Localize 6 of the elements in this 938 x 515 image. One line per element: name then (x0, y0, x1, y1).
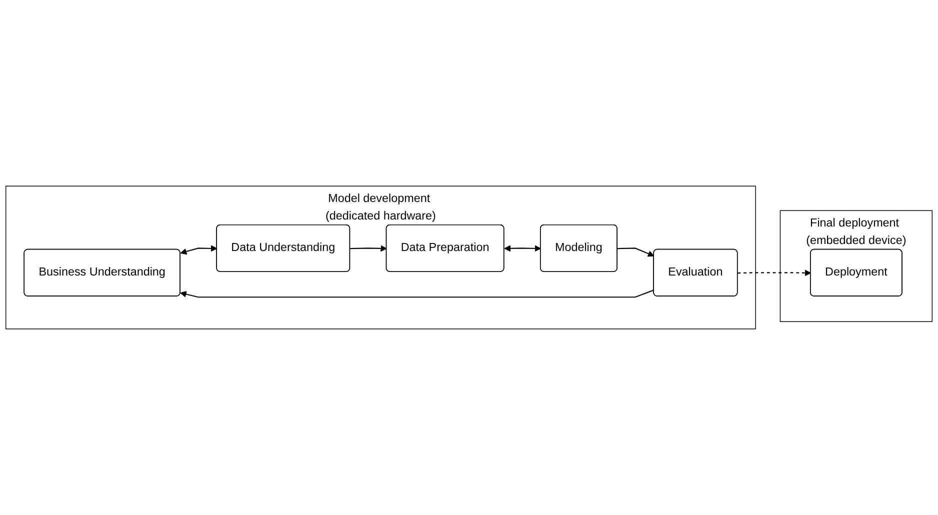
arrow (617, 248, 654, 257)
arrow (180, 290, 654, 298)
arrow (738, 270, 812, 276)
arrow (504, 245, 542, 252)
arrow (180, 245, 218, 255)
arrow (350, 245, 387, 252)
